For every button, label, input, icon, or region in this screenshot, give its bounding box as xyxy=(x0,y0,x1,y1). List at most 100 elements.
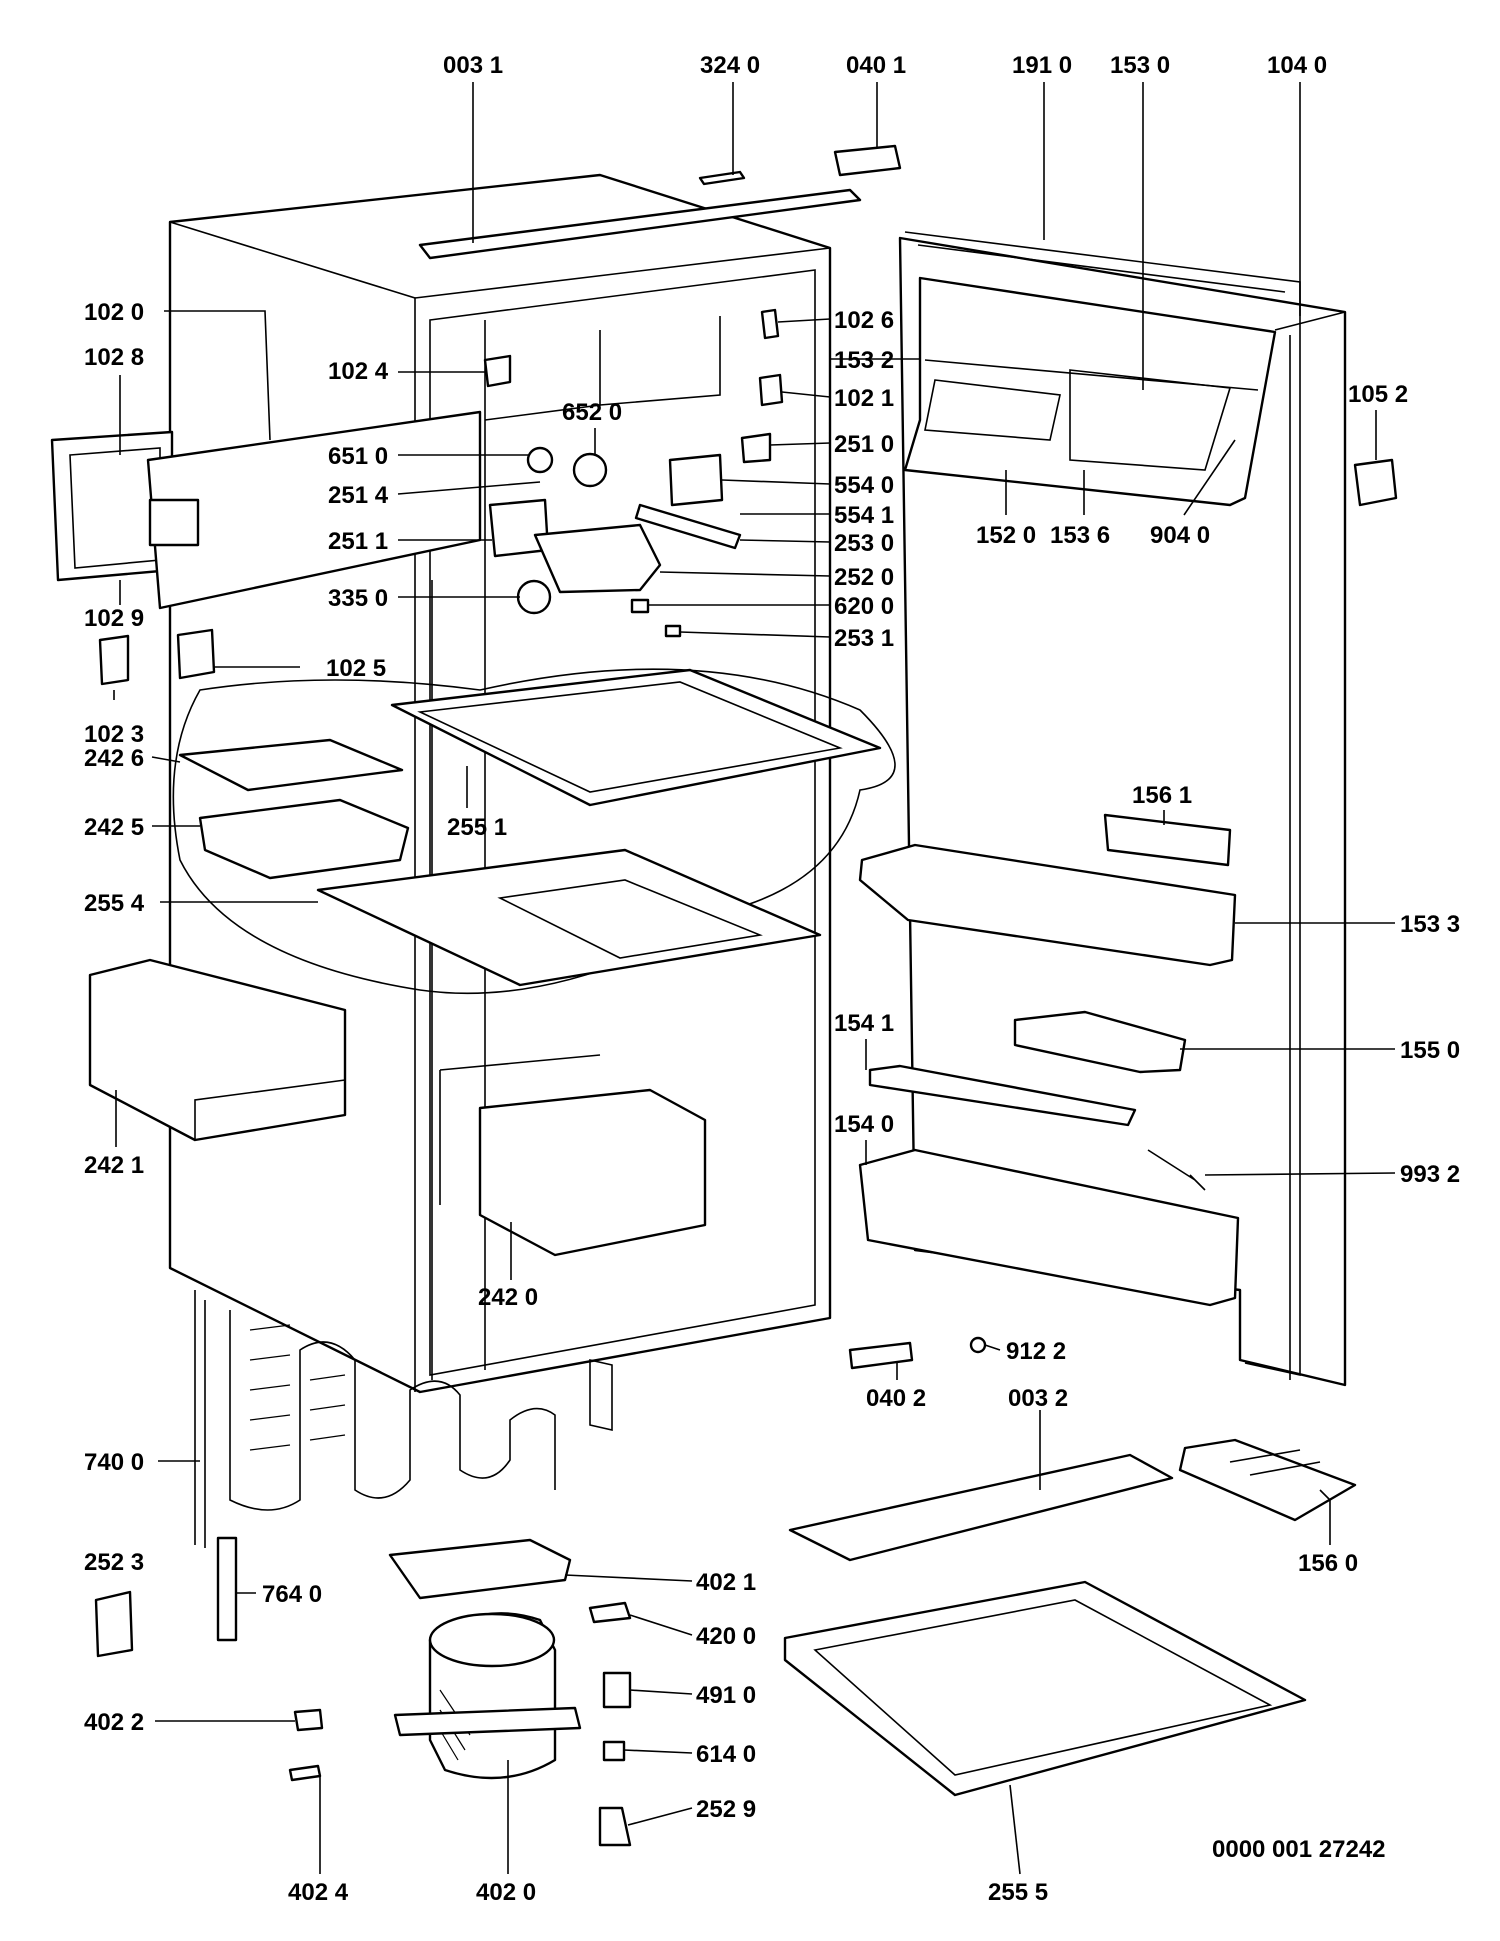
part-040-2-bracket xyxy=(848,1341,914,1370)
part-255-4-shelf xyxy=(316,848,822,987)
label-402-4: 402 4 xyxy=(288,1879,349,1906)
part-251-0-tab xyxy=(740,432,772,464)
label-153-6: 153 6 xyxy=(1050,522,1110,549)
label-003-1: 003 1 xyxy=(443,52,503,79)
part-labels: 003 1 324 0 040 1 191 0 153 0 104 0 102 … xyxy=(84,52,1460,1906)
part-102-3-hinge xyxy=(98,634,130,686)
label-242-6: 242 6 xyxy=(84,745,144,772)
part-003-1-top-rail xyxy=(418,188,862,260)
label-156-1: 156 1 xyxy=(1132,782,1192,809)
part-156-1-butter-box xyxy=(1103,813,1232,867)
part-252-9-plug xyxy=(598,1806,632,1847)
label-251-0: 251 0 xyxy=(834,431,894,458)
part-620-0-grommet xyxy=(630,598,650,614)
part-252-0-lamp-cover xyxy=(533,523,662,594)
label-242-5: 242 5 xyxy=(84,814,144,841)
label-242-0: 242 0 xyxy=(478,1284,538,1311)
part-491-0-block xyxy=(602,1671,632,1709)
label-154-1: 154 1 xyxy=(834,1010,894,1037)
part-252-3-housing xyxy=(94,1590,134,1658)
label-614-0: 614 0 xyxy=(696,1741,756,1768)
drawing-number: 0000 001 27242 xyxy=(1212,1836,1386,1863)
label-003-2: 003 2 xyxy=(1008,1385,1068,1412)
part-652-0-thermostat xyxy=(572,452,608,488)
label-253-0: 253 0 xyxy=(834,530,894,557)
label-491-0: 491 0 xyxy=(696,1682,756,1709)
part-242-0-crisper-right xyxy=(439,1054,707,1257)
label-912-2: 912 2 xyxy=(1006,1338,1066,1365)
part-102-4-flap xyxy=(483,354,512,388)
part-912-2-screw xyxy=(969,1336,987,1354)
shelf-group-outline xyxy=(172,668,896,995)
label-255-5: 255 5 xyxy=(988,1879,1048,1906)
label-102-6: 102 6 xyxy=(834,307,894,334)
part-614-0-clip xyxy=(602,1740,626,1762)
part-764-0-filter xyxy=(216,1536,238,1642)
label-252-0: 252 0 xyxy=(834,564,894,591)
part-554-0-switch xyxy=(668,453,724,507)
label-993-2: 993 2 xyxy=(1400,1161,1460,1188)
label-153-0: 153 0 xyxy=(1110,52,1170,79)
part-324-0-clip xyxy=(698,170,746,186)
part-740-0-condenser xyxy=(194,1290,613,1548)
part-402-0-compressor xyxy=(393,1612,582,1780)
label-153-2: 153 2 xyxy=(834,347,894,374)
part-242-1-crisper-left xyxy=(88,958,347,1142)
part-155-0-egg-tray xyxy=(1013,1010,1187,1074)
label-252-9: 252 9 xyxy=(696,1796,756,1823)
label-904-0: 904 0 xyxy=(1150,522,1210,549)
part-402-4-clip xyxy=(288,1764,322,1782)
label-105-2: 105 2 xyxy=(1348,381,1408,408)
part-402-2-foot xyxy=(293,1708,324,1732)
leader-lines xyxy=(113,82,1396,1875)
label-242-1: 242 1 xyxy=(84,1152,144,1179)
label-402-0: 402 0 xyxy=(476,1879,536,1906)
part-040-1-bracket xyxy=(833,144,902,177)
part-651-0-sensor xyxy=(526,446,554,474)
part-003-2-bottom-rail xyxy=(788,1453,1174,1562)
label-102-0: 102 0 xyxy=(84,299,144,326)
part-191-0-gasket xyxy=(904,231,1301,1376)
label-335-0: 335 0 xyxy=(328,585,388,612)
part-255-1-glass-shelf xyxy=(390,668,882,807)
label-554-0: 554 0 xyxy=(834,472,894,499)
label-102-5: 102 5 xyxy=(326,655,386,682)
label-252-3: 252 3 xyxy=(84,1549,144,1576)
label-255-4: 255 4 xyxy=(84,890,145,917)
label-102-3: 102 3 xyxy=(84,721,144,748)
part-102-6-clip xyxy=(760,308,780,340)
part-152-0-dairy-compartment xyxy=(903,276,1277,507)
label-620-0: 620 0 xyxy=(834,593,894,620)
label-251-1: 251 1 xyxy=(328,528,388,555)
label-764-0: 764 0 xyxy=(262,1581,322,1608)
part-242-6-tray-lid xyxy=(178,738,404,792)
part-242-5-tray xyxy=(198,798,410,880)
label-102-1: 102 1 xyxy=(834,385,894,412)
label-255-1: 255 1 xyxy=(447,814,507,841)
part-153-3-door-shelf xyxy=(858,843,1237,967)
part-102-1-cap xyxy=(758,373,784,407)
label-102-4: 102 4 xyxy=(328,358,389,385)
label-420-0: 420 0 xyxy=(696,1623,756,1650)
label-104-0: 104 0 xyxy=(1267,52,1327,79)
label-156-0: 156 0 xyxy=(1298,1550,1358,1577)
label-402-2: 402 2 xyxy=(84,1709,144,1736)
part-154-0-bottle-shelf xyxy=(858,1148,1240,1307)
label-152-0: 152 0 xyxy=(976,522,1036,549)
part-105-2-hinge xyxy=(1353,458,1398,507)
part-253-1-clip xyxy=(664,624,682,638)
label-154-0: 154 0 xyxy=(834,1111,894,1138)
label-651-0: 651 0 xyxy=(328,443,388,470)
label-040-1: 040 1 xyxy=(846,52,906,79)
part-993-2-retainer xyxy=(1147,1149,1206,1191)
part-402-1-mount xyxy=(388,1538,572,1600)
label-554-1: 554 1 xyxy=(834,502,894,529)
part-253-0-bar xyxy=(634,503,742,550)
part-102-5-block xyxy=(176,628,216,680)
label-253-1: 253 1 xyxy=(834,625,894,652)
label-652-0: 652 0 xyxy=(562,399,622,426)
label-155-0: 155 0 xyxy=(1400,1037,1460,1064)
part-154-1-bottle-rail xyxy=(868,1064,1137,1127)
part-335-0-knob xyxy=(516,579,552,615)
